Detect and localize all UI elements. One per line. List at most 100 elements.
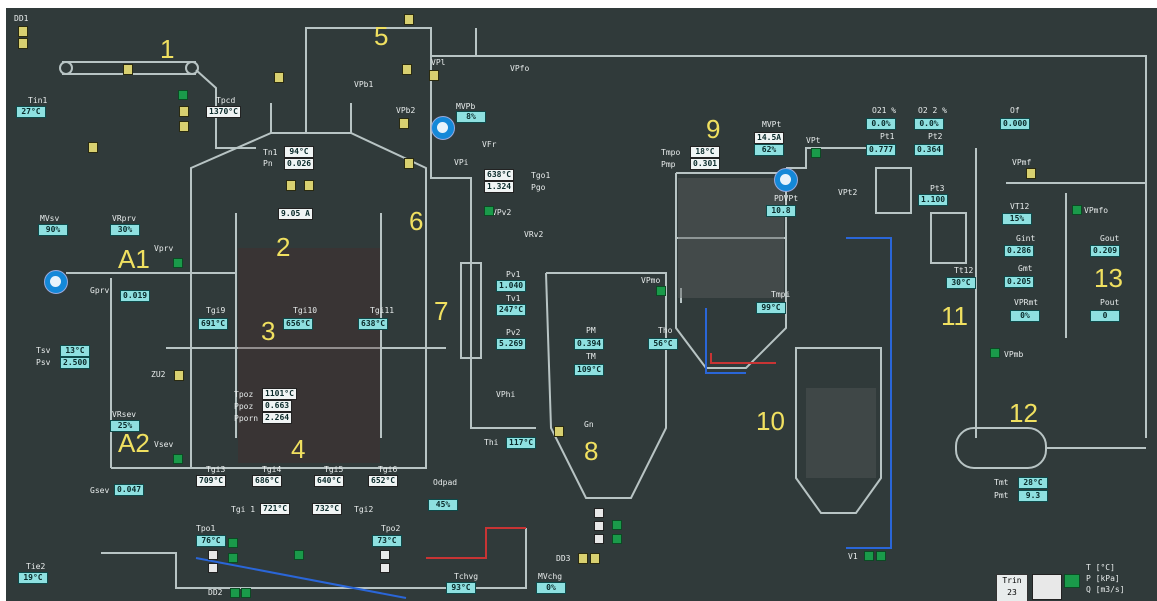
status-indicator <box>294 550 304 560</box>
pv1-value: 1.040 <box>496 280 527 292</box>
thi-value: 117°C <box>506 437 537 449</box>
dd3-label: DD3 <box>556 554 571 563</box>
panel-indicator <box>1064 574 1080 588</box>
trin-label: Trin <box>1002 576 1022 585</box>
pmt-value: 9.3 <box>1018 490 1048 502</box>
current-value: 9.05 A <box>278 208 313 220</box>
vpmb-label: VPmb <box>1004 350 1024 359</box>
mvchg-value: 0% <box>536 582 566 594</box>
zero-button[interactable] <box>399 118 409 129</box>
zero-button[interactable] <box>404 158 414 169</box>
zero-button[interactable] <box>429 70 439 81</box>
tgo1-value: 638°C <box>484 169 515 181</box>
status-indicator <box>228 538 238 548</box>
tgi9-value: 691°C <box>198 318 229 330</box>
tgi1-label: Tgi 1 <box>231 505 256 514</box>
vrprv-value: 30% <box>110 224 140 236</box>
tpo1-value: 76°C <box>196 535 226 547</box>
pdvpt-value: 10.8 <box>766 205 796 217</box>
mvpb-value: 8% <box>456 111 486 123</box>
gprv-label: Gprv <box>90 286 110 295</box>
alarm-button[interactable] <box>18 38 28 49</box>
tpoz-label: Tpoz <box>234 390 254 399</box>
tie2-value: 19°C <box>18 572 48 584</box>
zero-button[interactable] <box>590 553 600 564</box>
vrsev-label: VRsev <box>112 410 137 419</box>
zero-button[interactable] <box>179 106 189 117</box>
pipe-network <box>59 27 1147 599</box>
pump-icon[interactable] <box>44 270 68 294</box>
pmp-label: Pmp <box>661 160 676 169</box>
pn-label: Pn <box>263 159 273 168</box>
gmt-value: 0.205 <box>1004 276 1035 288</box>
vpl-label: VPl <box>431 58 446 67</box>
gsev-value: 0.047 <box>114 484 145 496</box>
pgo-label: Pgo <box>531 183 546 192</box>
vpt-label: VPt <box>806 136 821 145</box>
status-indicator <box>173 454 183 464</box>
trin-panel[interactable]: Trin 23 <box>996 574 1028 601</box>
vpmf-label: VPmf <box>1012 158 1032 167</box>
tchvg-value: 93°C <box>446 582 476 594</box>
gn-label: Gn <box>584 420 594 429</box>
psv-value: 2.500 <box>60 357 91 369</box>
zero-button[interactable] <box>274 72 284 83</box>
status-indicator <box>612 534 622 544</box>
unit-number-10: 10 <box>756 406 785 436</box>
indicator <box>208 563 218 573</box>
pm-value: 0.394 <box>574 338 605 350</box>
gout-value: 0.209 <box>1090 245 1121 257</box>
pump-icon[interactable] <box>774 168 798 192</box>
tpoz-value: 1101°C <box>262 388 297 400</box>
mvpb-label: MVPb <box>456 102 476 111</box>
zero-button[interactable] <box>578 553 588 564</box>
units-legend: T [°C] P [kPa] Q [m3/s] <box>1086 562 1125 595</box>
zero-button[interactable] <box>179 121 189 132</box>
unit-number-11: 11 <box>941 301 968 331</box>
gint-value: 0.286 <box>1004 245 1035 257</box>
tgi6-value: 652°C <box>368 475 399 487</box>
pt3-value: 1.100 <box>918 194 949 206</box>
vpt2-label: VPt2 <box>838 188 858 197</box>
zero-button[interactable] <box>1026 168 1036 179</box>
vpfo-label: VPfo <box>510 64 530 73</box>
zero-button[interactable] <box>402 64 412 75</box>
pout-value: 0 <box>1090 310 1120 322</box>
tgi9-label: Tgi9 <box>206 306 226 315</box>
zero-button[interactable] <box>174 370 184 381</box>
vpb2-label: VPb2 <box>396 106 416 115</box>
tt12-label: Tt12 <box>954 266 974 275</box>
dd2-label: DD2 <box>208 588 223 597</box>
tpcd-value: 1370°C <box>206 106 241 118</box>
of-value: 0.000 <box>1000 118 1031 130</box>
tin1-label: Tin1 <box>28 96 48 105</box>
zero-button[interactable] <box>304 180 314 191</box>
status-indicator <box>811 148 821 158</box>
status-indicator <box>612 520 622 530</box>
vpi-label: VPi <box>454 158 469 167</box>
tv1-value: 247°C <box>496 304 527 316</box>
unit-number-9: 9 <box>706 114 721 144</box>
mvsv-value: 90% <box>38 224 68 236</box>
vpb1-label: VPb1 <box>354 80 374 89</box>
zero-button[interactable] <box>554 426 564 437</box>
unit-label-a1: A1 <box>118 244 150 274</box>
mvpt-label: MVPt <box>762 120 782 129</box>
alarm-button[interactable] <box>18 26 28 37</box>
tmt-value: 28°C <box>1018 477 1048 489</box>
tho-label: Tho <box>658 326 673 335</box>
tgi2-label: Tgi2 <box>354 505 374 514</box>
tmpo-value: 18°C <box>690 146 720 158</box>
panel-button[interactable] <box>1032 574 1062 600</box>
zero-button[interactable] <box>123 64 133 75</box>
pump-icon[interactable] <box>431 116 455 140</box>
unit-number-8: 8 <box>584 436 599 466</box>
pporn-value: 2.264 <box>262 412 293 424</box>
zero-button[interactable] <box>286 180 296 191</box>
zero-button[interactable] <box>88 142 98 153</box>
zero-button[interactable] <box>404 14 414 25</box>
mvchg-label: MVchg <box>538 572 563 581</box>
tsv-value: 13°C <box>60 345 90 357</box>
legend-q: Q [m3/s] <box>1086 585 1125 594</box>
mvsv-label: MVsv <box>40 214 60 223</box>
